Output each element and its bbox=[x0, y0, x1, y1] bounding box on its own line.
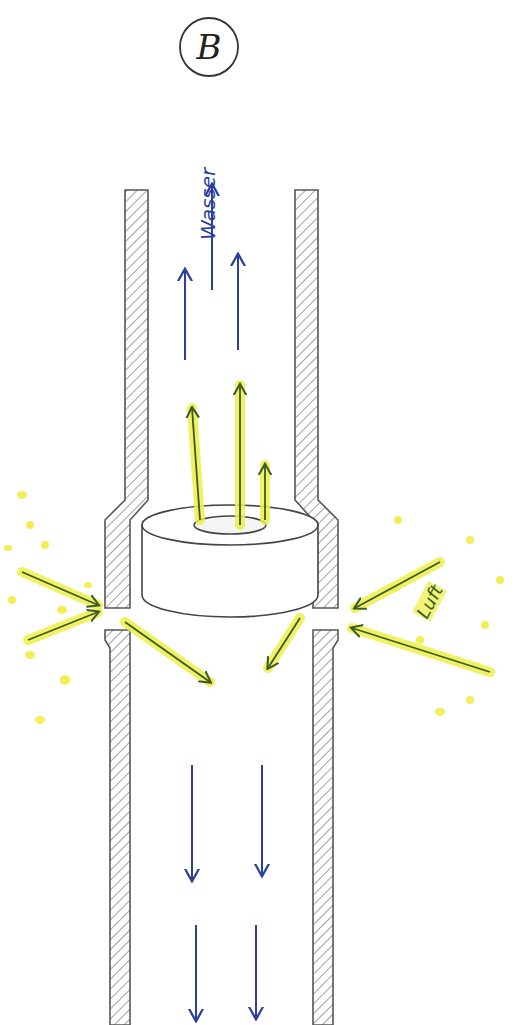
flow-label: Wasser bbox=[196, 168, 220, 240]
nozzle-ring bbox=[142, 505, 318, 617]
node-letter: B bbox=[178, 16, 240, 78]
air-arrow bbox=[22, 385, 490, 682]
air-dots bbox=[4, 491, 504, 724]
water-arrow bbox=[185, 185, 262, 1020]
pipe-wall bbox=[105, 190, 338, 1025]
circled-letter: B bbox=[178, 16, 240, 78]
air-highlight bbox=[22, 385, 490, 682]
flow-label: Luft bbox=[412, 581, 447, 622]
